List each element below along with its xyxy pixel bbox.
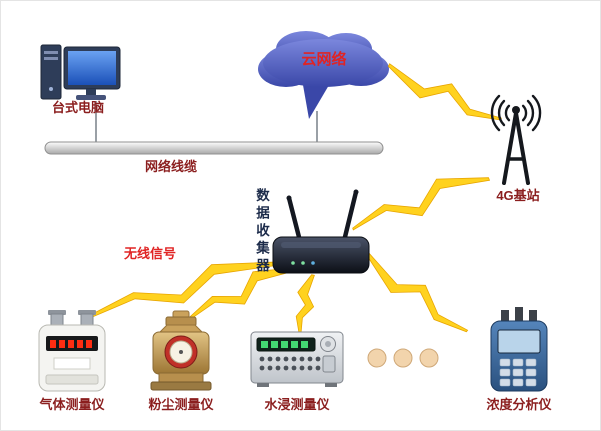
desktop-computer: [40, 44, 121, 100]
analyzer-label: 浓度分析仪: [486, 397, 552, 412]
cloud-label: 云网络: [301, 51, 347, 68]
dust-meter-device: [150, 310, 212, 391]
dust-meter-label: 粉尘测量仪: [148, 397, 214, 412]
data-collector-label: 数据收集器: [254, 188, 269, 276]
ellipsis-dots: [367, 348, 439, 368]
water-meter-device: [250, 331, 344, 387]
network-cable-bar: [44, 141, 384, 155]
lightning-bolt: [352, 177, 491, 231]
lightning-bolts: [84, 63, 502, 334]
4g-antenna-icon: [490, 94, 542, 185]
analyzer-device: [490, 307, 548, 392]
lightning-bolt: [387, 63, 502, 121]
desktop-label: 台式电脑: [51, 100, 104, 115]
gas-meter-label: 气体测量仪: [39, 397, 105, 412]
lightning-bolt: [295, 274, 315, 334]
wireless-signal-label: 无线信号: [123, 246, 176, 261]
water-meter-label: 水浸测量仪: [264, 397, 330, 412]
gas-meter-device: [38, 310, 106, 392]
lightning-bolt: [365, 251, 469, 333]
base-station-label: 4G基站: [496, 188, 540, 203]
router-device: [272, 189, 370, 274]
cloud-shape: [258, 31, 389, 119]
network-cable-label: 网络线缆: [144, 159, 197, 174]
